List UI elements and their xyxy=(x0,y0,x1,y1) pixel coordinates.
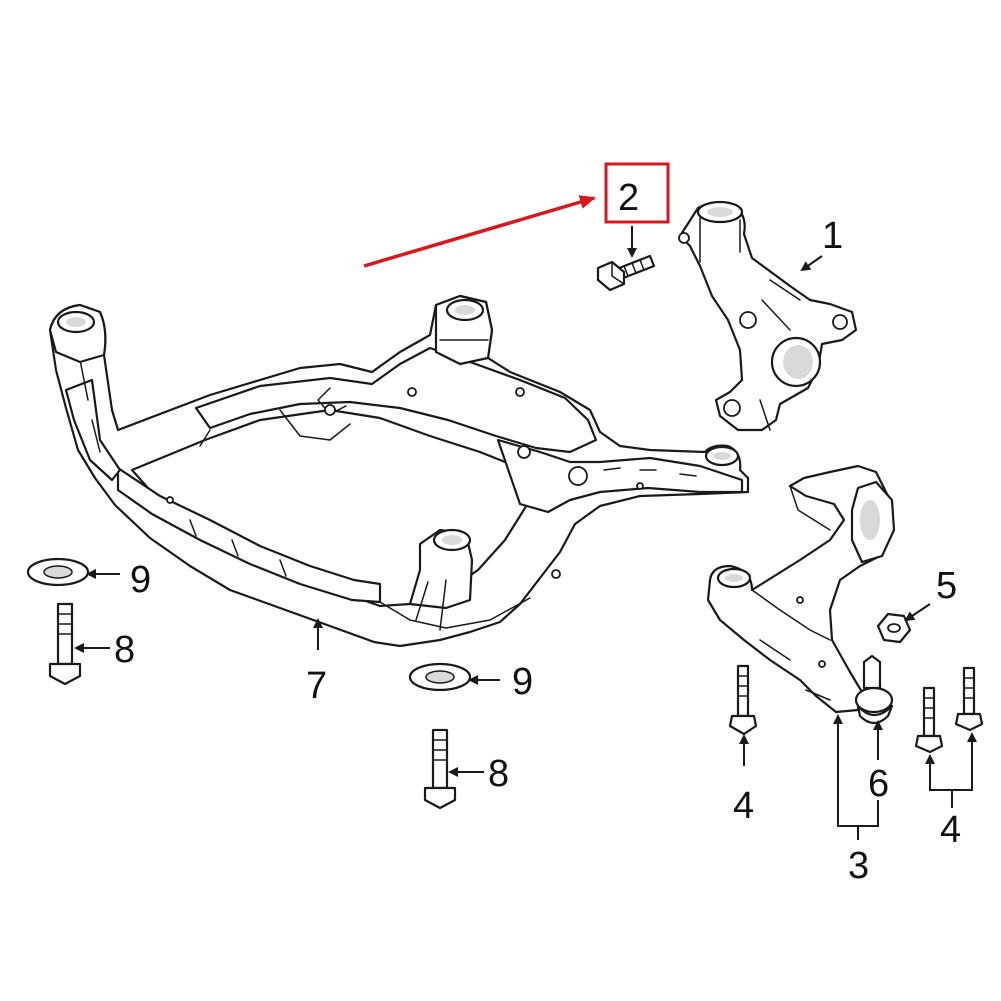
callout-8-center: 8 xyxy=(488,753,509,795)
callout-7: 7 xyxy=(306,665,327,707)
callout-9-left: 9 xyxy=(130,559,151,601)
bolt-part-4-right-a xyxy=(914,686,944,754)
bolt-part-4-left xyxy=(728,664,758,736)
highlight-arrow xyxy=(363,195,596,268)
nut-part-5 xyxy=(876,612,912,644)
bolt-part-2 xyxy=(596,254,656,292)
highlight-box xyxy=(604,162,670,224)
callout-3: 3 xyxy=(848,845,869,887)
callout-6: 6 xyxy=(868,763,889,805)
subframe-part-7 xyxy=(48,294,750,648)
callout-1: 1 xyxy=(822,215,843,257)
leader-lines xyxy=(74,226,977,840)
washer-part-9-left xyxy=(26,557,90,587)
bolt-part-4-right-b xyxy=(954,666,984,732)
callout-8-left: 8 xyxy=(114,629,135,671)
bolt-part-8-left xyxy=(48,602,82,686)
steering-knuckle-part-1 xyxy=(678,200,858,432)
callout-9-center: 9 xyxy=(512,661,533,703)
washer-part-9-center xyxy=(408,662,472,692)
ball-joint-part-6 xyxy=(854,654,894,725)
highlight-callout-2 xyxy=(363,162,670,268)
callout-5: 5 xyxy=(936,565,957,607)
callout-2: 2 xyxy=(618,177,639,219)
callout-4-right: 4 xyxy=(940,809,961,851)
bolt-part-8-center xyxy=(423,728,457,810)
control-arm-part-3 xyxy=(706,464,896,714)
callout-labels: 1 2 3 4 4 5 6 7 8 8 9 9 xyxy=(114,177,961,887)
callout-4-left: 4 xyxy=(733,785,754,827)
